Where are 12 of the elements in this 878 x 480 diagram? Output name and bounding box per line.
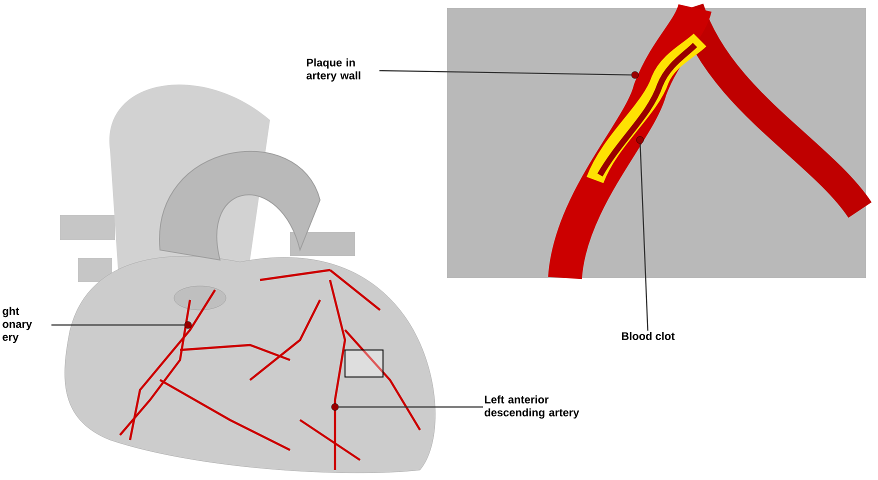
artery-part [331,403,339,411]
leader-line [51,324,184,326]
artery-part [184,321,192,329]
label-text: Left anterior descending artery [484,395,580,419]
label-text: Blood clot [622,332,675,340]
leader-line [640,144,648,331]
leader-line [338,406,483,408]
leader-line [379,70,632,76]
label-text: ght onary ery [2,306,32,344]
artery-part [636,136,644,144]
artery-part [631,71,639,79]
label-text: Plaque in artery wall [306,58,360,82]
